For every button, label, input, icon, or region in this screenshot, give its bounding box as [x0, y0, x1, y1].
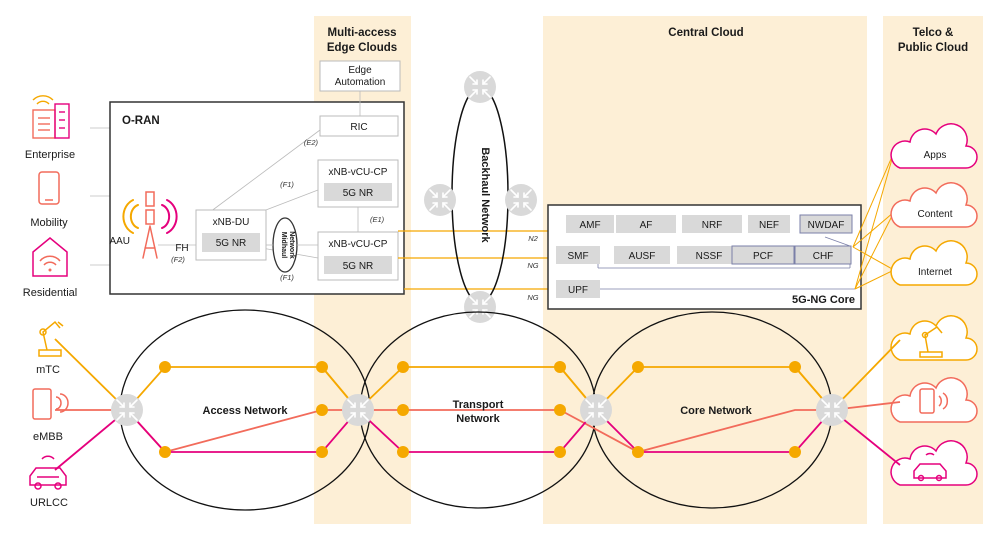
cu-up-nr-box [324, 256, 392, 274]
cu-up-nr-label: 5G NR [343, 261, 374, 272]
access-network-label: Access Network [203, 405, 289, 417]
cloud-router-icon [815, 393, 849, 427]
edge-automation-box [319, 60, 401, 92]
enterprise-label: Enterprise [25, 149, 75, 161]
edge-automation-line2: Automation [335, 77, 386, 88]
cu-cp-label: xNB-vCU-CP [329, 167, 388, 178]
e2-interface-label: (E2) [304, 138, 319, 147]
house-icon [32, 237, 68, 277]
core-nf-label-amf: AMF [579, 220, 600, 231]
access-router-icon [110, 393, 144, 427]
core-nf-label-nssf: NSSF [696, 251, 723, 262]
robot-arm-icon [38, 320, 64, 357]
edge-router-icon [341, 393, 375, 427]
core-nf-label-af: AF [640, 220, 653, 231]
du-label: xNB-DU [213, 217, 250, 228]
connected-car-icon [29, 455, 67, 490]
core-title: 5G-NG Core [792, 294, 855, 306]
cloud-apps-label: Apps [924, 150, 947, 161]
phone-signal-icon [32, 388, 69, 420]
central-cloud-header: Central Cloud [668, 27, 743, 39]
e1-interface-label: (E1) [370, 215, 385, 224]
core-nf-box-nssf [677, 246, 741, 264]
core-nf-label-nef: NEF [759, 220, 779, 231]
transport-network-line2: Network [456, 413, 500, 425]
cloud-content-label: Content [917, 209, 952, 220]
core-nf-box-af [616, 215, 676, 233]
midhaul-line2: Network [288, 231, 295, 259]
urlcc-label: URLCC [30, 497, 68, 509]
f2-interface-label: (F2) [171, 255, 185, 264]
core-nf-box-pcf [731, 245, 795, 265]
residential-label: Residential [23, 287, 77, 299]
core-nf-label-nwdaf: NWDAF [808, 220, 845, 231]
du-nr-label: 5G NR [216, 238, 247, 249]
mtc-label: mTC [36, 364, 60, 376]
core-nf-box-nrf [682, 215, 742, 233]
core-nf-label-nrf: NRF [702, 220, 723, 231]
mec-header-line1: Multi-access [327, 27, 396, 39]
telco-header-line1: Telco & [913, 27, 954, 39]
core-nf-box-chf [794, 245, 852, 265]
core-nf-label-ausf: AUSF [629, 251, 656, 262]
telco-header-line2: Public Cloud [898, 42, 968, 54]
core-network-label: Core Network [680, 405, 752, 417]
n2-link-label: N2 [528, 234, 538, 243]
midhaul-line1: Midhaul [280, 232, 287, 258]
du-nr-box [202, 233, 260, 252]
building-icon [32, 95, 70, 139]
core-nf-box-amf [566, 215, 614, 233]
midhaul-network: Midhaul Network [272, 217, 298, 273]
aau-antenna-icon [122, 191, 178, 259]
core-nf-label-pcf: PCF [753, 251, 773, 262]
backhaul-label: Backhaul Network [479, 147, 491, 243]
cloud-apps: Apps [890, 123, 978, 169]
core-nf-label-smf: SMF [567, 251, 588, 262]
embb-label: eMBB [33, 431, 63, 443]
cu-up-label: xNB-vCU-CP [329, 239, 388, 250]
network-nodes [159, 361, 801, 458]
core-nf-box-smf [556, 246, 600, 264]
backhaul-network: Backhaul Network [451, 86, 509, 304]
cloud-internet-label: Internet [918, 267, 952, 278]
core-router-icon [579, 393, 613, 427]
ric-box [319, 115, 399, 137]
aau-label: AAU [109, 236, 130, 247]
core-nf-label-chf: CHF [813, 251, 834, 262]
core-nf-box-nef [748, 215, 790, 233]
cu-cp-nr-box [324, 183, 392, 201]
robot-arm-cloud-icon [919, 326, 943, 358]
phone-cloud-icon [919, 388, 949, 414]
mobile-phone-icon [38, 171, 60, 205]
upf-label: UPF [568, 285, 588, 296]
transport-network-line1: Transport [453, 399, 504, 411]
fh-label: FH [175, 243, 188, 254]
ng-link-label-1: NG [527, 261, 538, 270]
ric-label: RIC [350, 122, 367, 133]
oran-title: O-RAN [122, 115, 160, 127]
f1-top-interface-label: (F1) [280, 180, 294, 189]
core-nf-box-nwdaf [799, 214, 853, 234]
mec-header-line2: Edge Clouds [327, 42, 397, 54]
ng-link-label-2: NG [527, 293, 538, 302]
cloud-content: Content [890, 182, 978, 228]
f1-bottom-interface-label: (F1) [280, 273, 294, 282]
mobility-label: Mobility [30, 217, 68, 229]
cloud-internet: Internet [890, 240, 978, 286]
cu-cp-nr-label: 5G NR [343, 188, 374, 199]
core-nf-box-ausf [614, 246, 670, 264]
car-cloud-icon [913, 452, 947, 482]
edge-automation-line1: Edge [348, 65, 372, 76]
upf-box [556, 280, 600, 298]
